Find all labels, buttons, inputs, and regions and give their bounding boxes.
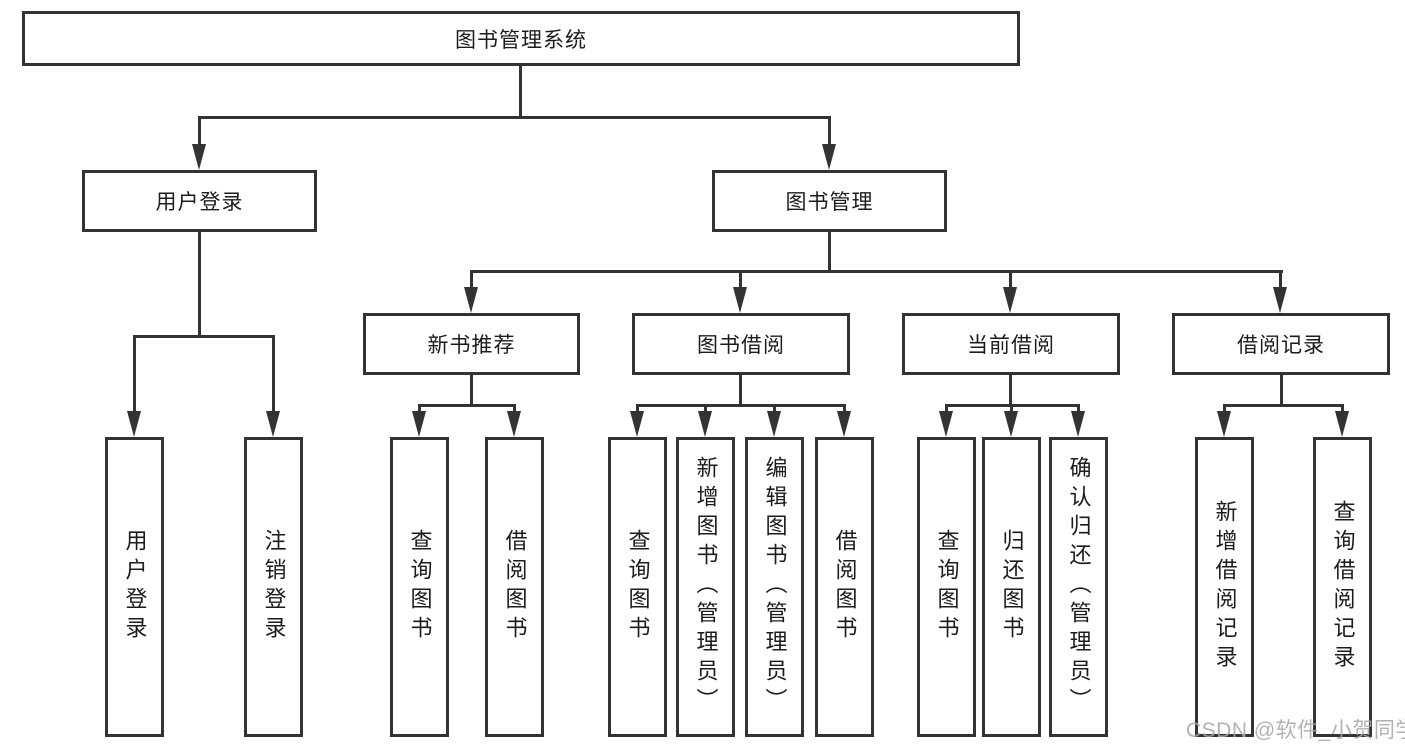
connector-g1-rail [133,335,275,338]
arrow-down-icon [1004,411,1018,437]
node-label: 借阅记录 [1237,334,1325,357]
connector-g1-stem [198,232,201,338]
leaf-label: 归还图书 [999,528,1025,646]
leaf-confirm-return-admin: 确认归还（管理员） [1049,437,1108,737]
connector-drop-book-borrow [739,270,742,292]
connector-g2-rail [418,404,516,407]
node-label: 图书管理系统 [455,28,587,52]
connector-g5-stem [1280,375,1283,407]
arrow-down-icon [733,287,747,313]
node-label: 新书推荐 [427,334,516,357]
leaf-query-books-current: 查询图书 [917,437,976,737]
leaf-add-book-admin: 新增图书（管理员） [676,437,735,737]
leaf-label: 新增借阅记录 [1212,499,1238,675]
node-library-management-system: 图书管理系统 [22,11,1020,66]
node-book-borrowing: 图书借阅 [632,313,850,375]
leaf-label: 确认归还（管理员） [1066,456,1092,718]
arrow-down-icon [1335,411,1349,437]
leaf-return-book: 归还图书 [982,437,1041,737]
node-new-book-recommendation: 新书推荐 [363,313,580,375]
arrow-down-icon [266,411,280,437]
leaf-label: 查询借阅记录 [1330,499,1356,675]
leaf-label: 查询图书 [934,528,960,646]
arrow-down-icon [1217,411,1231,437]
connector-drop-new-book [470,270,473,292]
leaf-logout: 注销登录 [244,437,303,737]
leaf-label: 编辑图书（管理员） [762,456,788,718]
connector-drop-borrow-records [1279,270,1282,292]
arrow-down-icon [464,287,478,313]
arrow-down-icon [698,411,712,437]
connector-drop-book-management [828,116,831,150]
node-user-login: 用户登录 [82,170,317,232]
node-label: 用户登录 [155,191,244,214]
leaf-label: 借阅图书 [832,528,858,646]
node-current-borrowing: 当前借阅 [902,313,1120,375]
arrow-down-icon [1003,287,1017,313]
arrow-down-icon [822,144,836,170]
node-label: 图书借阅 [697,334,785,357]
connector-g3-rail [636,404,846,407]
node-book-management: 图书管理 [712,170,947,232]
arrow-down-icon [192,144,206,170]
connector-g1-drop1 [133,335,136,417]
arrow-down-icon [127,411,141,437]
node-borrowing-records: 借阅记录 [1172,313,1390,375]
connector-drop-current-borrow [1009,270,1012,292]
leaf-borrow-books-borrow: 借阅图书 [815,437,874,737]
arrow-down-icon [837,411,851,437]
connector-bm-stem [828,232,831,273]
connector-bm-rail [470,270,1283,273]
node-label: 图书管理 [785,191,874,214]
leaf-query-books-borrow: 查询图书 [608,437,667,737]
leaf-borrow-books-recommend: 借阅图书 [485,437,544,737]
leaf-edit-book-admin: 编辑图书（管理员） [745,437,804,737]
csdn-watermark: CSDN @软件_小贺同学 [1186,719,1405,742]
arrow-down-icon [767,411,781,437]
connector-g4-stem [1009,375,1012,407]
connector-g5-rail [1223,404,1344,407]
node-label: 当前借阅 [967,334,1055,357]
connector-root-stem [519,66,522,119]
leaf-query-borrow-record: 查询借阅记录 [1313,437,1372,737]
arrow-down-icon [939,411,953,437]
leaf-label: 用户登录 [122,528,148,646]
leaf-add-borrow-record: 新增借阅记录 [1195,437,1254,737]
leaf-label: 查询图书 [407,528,433,646]
leaf-query-books-recommend: 查询图书 [390,437,449,737]
arrow-down-icon [1071,411,1085,437]
arrow-down-icon [630,411,644,437]
connector-root-rail [198,116,831,119]
leaf-label: 注销登录 [261,528,287,646]
arrow-down-icon [507,411,521,437]
connector-drop-user-login [198,116,201,150]
leaf-label: 查询图书 [625,528,651,646]
leaf-label: 借阅图书 [502,528,528,646]
leaf-user-login: 用户登录 [105,437,164,737]
arrow-down-icon [412,411,426,437]
connector-g1-drop2 [272,335,275,417]
arrow-down-icon [1273,287,1287,313]
connector-g3-stem [739,375,742,407]
leaf-label: 新增图书（管理员） [693,456,719,718]
connector-g2-stem [470,375,473,407]
